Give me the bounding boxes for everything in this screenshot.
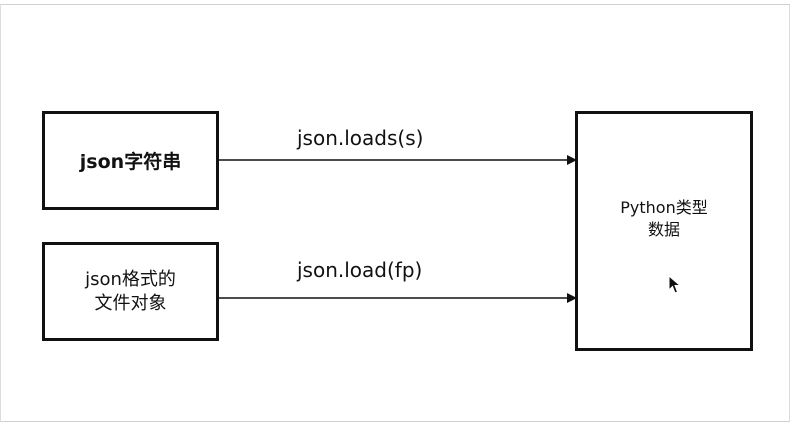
diagram-frame <box>0 4 790 422</box>
json-string-label: json字符串 <box>79 151 182 173</box>
json-file-object-box: json格式的 文件对象 <box>42 242 219 341</box>
python-data-box: Python类型 数据 <box>575 111 753 351</box>
arrow-label-load: json.load(fp) <box>297 258 423 282</box>
json-file-label-line1: json格式的 <box>85 269 176 291</box>
json-file-label-line2: 文件对象 <box>94 292 167 314</box>
json-string-box: json字符串 <box>42 111 219 210</box>
arrow-label-loads: json.loads(s) <box>297 126 424 150</box>
mouse-pointer-icon <box>668 275 682 294</box>
python-data-label-line1: Python类型 <box>620 198 708 218</box>
python-data-label-line2: 数据 <box>647 220 680 239</box>
